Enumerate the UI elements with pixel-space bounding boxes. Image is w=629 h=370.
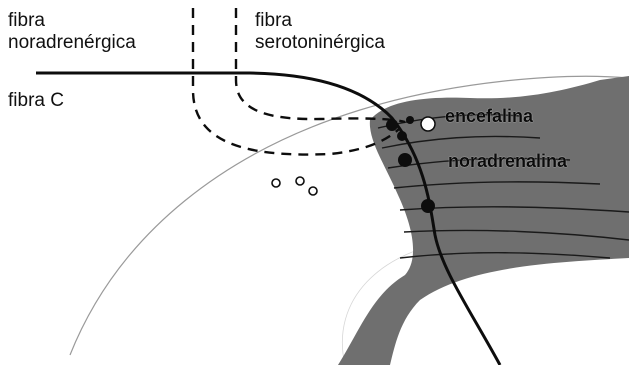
noradrenergic-label-line-2: noradrenérgica [8, 32, 136, 54]
terminal-1 [386, 119, 398, 131]
enkephalin-label: encefalina [445, 106, 533, 127]
c-fiber-label: fibra C [8, 90, 64, 112]
noradrenaline-label: noradrenalina [448, 151, 567, 172]
serotonergic-fiber-label: fibra serotoninérgica [255, 10, 385, 54]
enkephalin-vesicle [421, 117, 435, 131]
terminal-3 [406, 116, 414, 124]
noradrenergic-fiber-label: fibra noradrenérgica [8, 10, 136, 54]
serotonergic-label-line-1: fibra [255, 10, 385, 32]
open-vesicles [272, 177, 317, 195]
serotonergic-label-line-2: serotoninérgica [255, 32, 385, 54]
terminal-5 [421, 199, 435, 213]
noradrenergic-label-line-1: fibra [8, 10, 136, 32]
terminal-2 [397, 131, 407, 141]
terminal-4 [398, 153, 412, 167]
